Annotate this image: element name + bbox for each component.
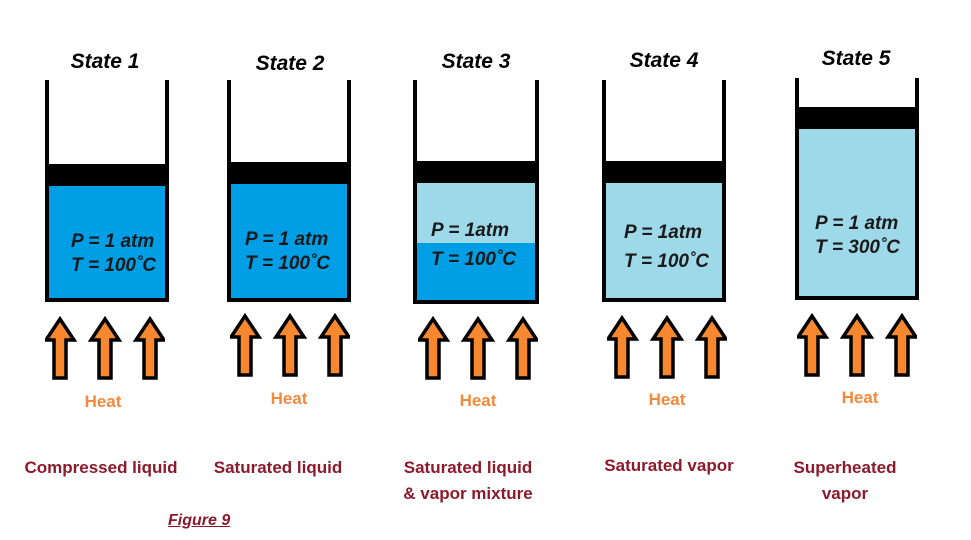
state-3-temperature: T = 100˚C [431, 249, 517, 270]
state-3-title: State 3 [441, 50, 511, 73]
state-2-liquid [231, 184, 347, 298]
state-5-pressure: P = 1 atm [815, 213, 899, 234]
state-4-cylinder: P = 1atm T = 100˚C [602, 80, 726, 302]
state-5-temperature: T = 300˚C [815, 237, 901, 258]
state-4-heat-label: Heat [648, 390, 686, 409]
state-4-heat-arrow-2 [649, 315, 685, 379]
state-3-name-line-2: & vapor mixture [403, 484, 533, 503]
state-3-piston [417, 161, 535, 183]
state-2-piston [231, 162, 347, 184]
state-4-name: Saturated vapor [590, 453, 748, 479]
figure-caption: Figure 9 [168, 512, 231, 529]
state-1-heat-arrow-3 [132, 316, 165, 380]
state-3-heat-arrow-3 [505, 316, 538, 380]
state-4-heat-arrow-3 [694, 315, 727, 379]
state-4-title: State 4 [629, 49, 699, 72]
state-1-title: State 1 [70, 50, 140, 73]
state-5-name-line-1: Superheated [793, 458, 897, 477]
state-3-pressure: P = 1atm [431, 220, 509, 241]
state-5-title: State 5 [821, 47, 891, 70]
state-2-name-line: Saturated liquid [213, 458, 343, 477]
state-4-heat-arrow-1 [607, 315, 640, 379]
state-3-heat-label: Heat [459, 391, 497, 410]
state-2-heat-label: Heat [270, 389, 308, 408]
state-4-piston [606, 161, 722, 183]
state-3-cylinder: P = 1atm T = 100˚C [413, 80, 539, 304]
state-5-piston [799, 107, 915, 129]
state-5-name: Superheated vapor [770, 455, 920, 507]
state-3-name: Saturated liquid & vapor mixture [388, 455, 548, 507]
state-4-vapor [606, 183, 722, 298]
state-4-properties: P = 1atm T = 100˚C [606, 221, 722, 274]
state-2-temperature: T = 100˚C [245, 253, 331, 274]
state-2-pressure: P = 1 atm [245, 229, 329, 250]
state-1-heat-arrow-2 [87, 316, 123, 380]
state-1-cylinder: P = 1 atm T = 100˚C [45, 80, 169, 302]
state-2-properties: P = 1 atm T = 100˚C [231, 228, 347, 276]
state-2-cylinder: P = 1 atm T = 100˚C [227, 80, 351, 302]
state-1-name-line: Compressed liquid [24, 458, 178, 477]
state-1-heat-label: Heat [84, 392, 122, 411]
state-3-name-line-1: Saturated liquid [403, 458, 533, 477]
state-2-name: Saturated liquid [203, 455, 353, 481]
state-5-heat-arrow-1 [797, 313, 830, 377]
state-1-heat-arrows [45, 316, 165, 380]
state-4-name-line: Saturated vapor [604, 456, 734, 475]
state-5-heat-arrow-2 [839, 313, 875, 377]
state-1-pressure: P = 1 atm [71, 231, 155, 252]
state-5-properties: P = 1 atm T = 300˚C [799, 212, 915, 260]
state-5-heat-label: Heat [841, 388, 879, 407]
state-1-properties: P = 1 atm T = 100˚C [49, 230, 165, 278]
state-3-heat-arrows [418, 316, 538, 380]
state-2-heat-arrow-1 [230, 313, 263, 377]
state-1-liquid [49, 186, 165, 298]
state-1-heat-arrow-1 [45, 316, 78, 380]
state-3-liquid [417, 243, 535, 300]
state-4-temperature: T = 100˚C [624, 251, 710, 272]
state-3-heat-arrow-2 [460, 316, 496, 380]
state-2-title: State 2 [255, 52, 325, 75]
state-1-piston [49, 164, 165, 186]
state-2-heat-arrows [230, 313, 350, 377]
state-5-vapor [799, 129, 915, 296]
state-5-cylinder: P = 1 atm T = 300˚C [795, 78, 919, 300]
state-5-heat-arrows [797, 313, 917, 377]
state-3-vapor [417, 183, 535, 243]
state-3-properties: P = 1atm T = 100˚C [417, 219, 535, 272]
state-3-heat-arrow-1 [418, 316, 451, 380]
state-1-name: Compressed liquid [16, 455, 186, 481]
state-1-temperature: T = 100˚C [71, 255, 157, 276]
state-4-heat-arrows [607, 315, 727, 379]
state-4-pressure: P = 1atm [624, 222, 702, 243]
state-2-heat-arrow-2 [272, 313, 308, 377]
state-5-name-line-2: vapor [821, 484, 869, 503]
state-5-heat-arrow-3 [884, 313, 917, 377]
state-2-heat-arrow-3 [317, 313, 350, 377]
